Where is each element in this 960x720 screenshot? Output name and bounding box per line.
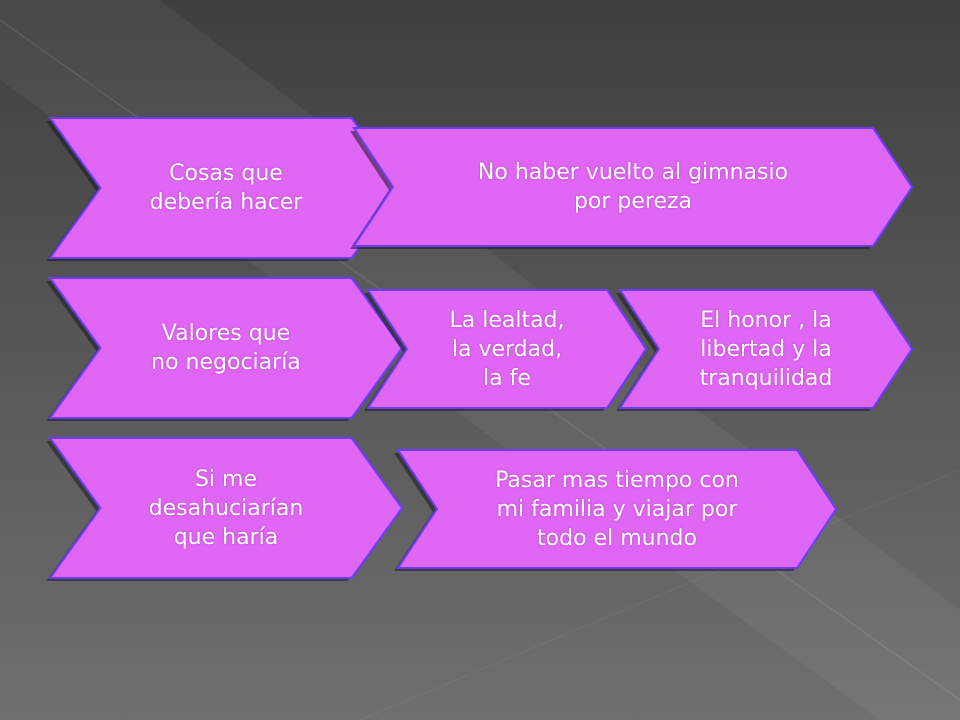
chevron-shape: [394, 449, 838, 571]
chevron-body: [396, 449, 838, 569]
chevron-shape: [364, 289, 648, 411]
chevron-shape: [46, 117, 404, 261]
chevron-body: [48, 277, 404, 419]
chevron-body: [352, 127, 914, 247]
chevron-shape: [46, 437, 404, 581]
item-label: La lealtad,la verdad,la fe: [449, 307, 565, 391]
chevron-shape: [616, 289, 914, 411]
chevron-body: [48, 437, 404, 579]
chevron-shape: [350, 127, 914, 249]
chevron-shape: [46, 277, 404, 421]
item-chevron: La lealtad,la verdad,la fe: [364, 289, 648, 411]
chevron-body: [366, 289, 648, 409]
chevron-body: [48, 117, 404, 259]
chevron-body: [618, 289, 914, 409]
